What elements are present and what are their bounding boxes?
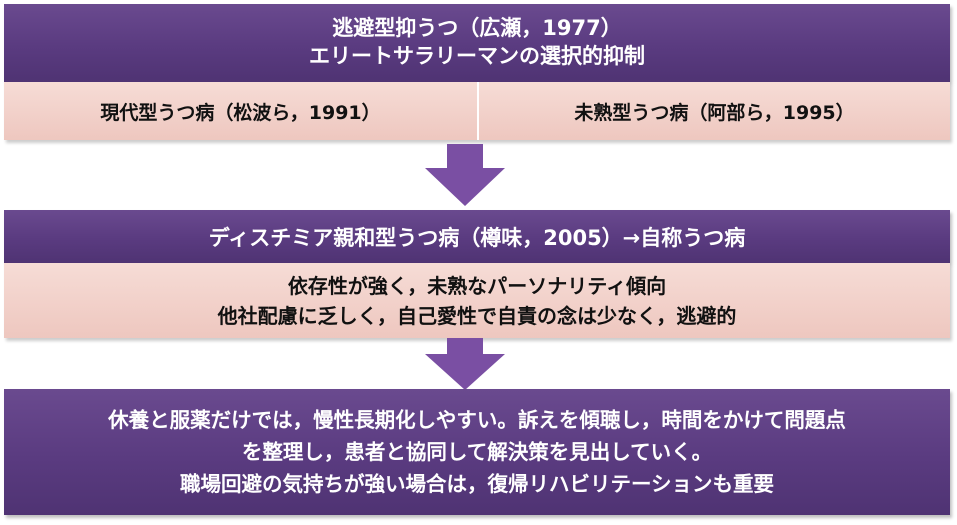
- block2-description: 依存性が強く，未熟なパーソナリティ傾向 他社配慮に乏しく，自己愛性で自責の念は少…: [4, 263, 950, 338]
- block3-treatment: 休養と服薬だけでは，慢性長期化しやすい。訴えを傾聴し，時間をかけて問題点 を整理…: [4, 389, 950, 515]
- block1-subtypes-row: 現代型うつ病（松波ら，1991） 未熟型うつ病（阿部ら，1995）: [4, 82, 950, 140]
- subtype-immature-depression: 未熟型うつ病（阿部ら，1995）: [574, 101, 855, 124]
- block3-line3: 職場回避の気持ちが強い場合は，復帰リハビリテーションも重要: [179, 472, 775, 496]
- column-divider: [477, 82, 479, 140]
- block1-title-line2: エリートサラリーマンの選択的抑制: [309, 44, 645, 68]
- block2-line2: 他社配慮に乏しく，自己愛性で自責の念は少なく，逃避的: [217, 304, 737, 328]
- block3-line2: を整理し，患者と協同して解決策を見出していく。: [241, 440, 713, 464]
- subtype-left-cell: 現代型うつ病（松波ら，1991）: [4, 82, 477, 140]
- block2-header: ディスチミア親和型うつ病（樽味，2005）→自称うつ病: [4, 210, 950, 263]
- down-arrow-icon: [425, 338, 505, 390]
- subtype-right-cell: 未熟型うつ病（阿部ら，1995）: [479, 82, 950, 140]
- block2-line1: 依存性が強く，未熟なパーソナリティ傾向: [287, 274, 667, 298]
- block1-title-line1: 逃避型抑うつ（広瀬，1977）: [332, 16, 622, 40]
- down-arrow-icon: [425, 144, 505, 206]
- block3-line1: 休養と服薬だけでは，慢性長期化しやすい。訴えを傾聴し，時間をかけて問題点: [108, 408, 846, 432]
- subtype-modern-depression: 現代型うつ病（松波ら，1991）: [100, 101, 381, 124]
- block2-title: ディスチミア親和型うつ病（樽味，2005）→自称うつ病: [208, 225, 746, 250]
- block1-header: 逃避型抑うつ（広瀬，1977） エリートサラリーマンの選択的抑制: [4, 4, 950, 82]
